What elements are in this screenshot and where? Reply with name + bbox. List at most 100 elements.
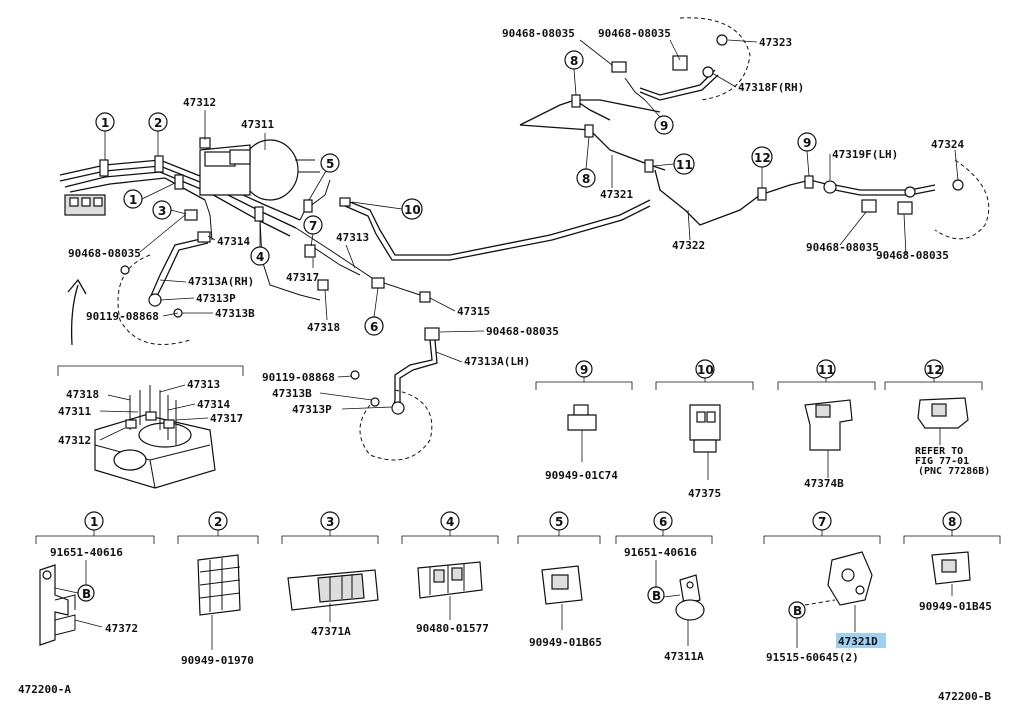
label-47312-top: 47312 xyxy=(183,96,216,109)
svg-text:10: 10 xyxy=(697,363,714,377)
svg-text:9: 9 xyxy=(803,136,811,150)
callout-9a: 9 xyxy=(644,99,674,135)
detail-12-ref-1: REFER TO xyxy=(915,446,963,457)
svg-text:11: 11 xyxy=(818,363,835,377)
detail-5-part: 90949-01B65 xyxy=(529,636,602,649)
inset-label-47314: 47314 xyxy=(197,398,230,411)
callout-1b: 1 xyxy=(123,182,176,209)
svg-text:B: B xyxy=(82,587,91,601)
svg-text:4: 4 xyxy=(256,250,264,264)
svg-text:1: 1 xyxy=(101,116,109,130)
leader-lines xyxy=(139,39,959,410)
label-47318-top: 47318 xyxy=(307,321,340,334)
label-90468-tr1: 90468-08035 xyxy=(502,27,575,40)
detail-6: 6 91651-40616 B 47311A xyxy=(615,511,713,663)
detail-7-bolt: 91515-60645(2) xyxy=(766,651,859,664)
detail-9-part: 90949-01C74 xyxy=(545,469,618,482)
detail-3: 3 47371A xyxy=(281,511,379,638)
master-cylinder xyxy=(199,139,320,201)
left-flex-hose xyxy=(117,231,211,345)
label-47313b-mid: 47313B xyxy=(272,387,312,400)
label-47324: 47324 xyxy=(931,138,964,151)
detail-6-bolt: 91651-40616 xyxy=(624,546,697,559)
callout-6: 6 xyxy=(364,287,384,336)
footer-code-left: 472200-A xyxy=(18,683,71,696)
callout-4: 4 xyxy=(250,222,270,266)
svg-text:4: 4 xyxy=(446,515,454,529)
callout-2: 2 xyxy=(148,112,168,156)
callout-8a: 8 xyxy=(564,50,584,96)
svg-text:9: 9 xyxy=(580,363,588,377)
label-47323: 47323 xyxy=(759,36,792,49)
inset-view: 47318 47311 47312 47313 47314 47317 xyxy=(57,365,244,489)
detail-8-part: 90949-01B45 xyxy=(919,600,992,613)
label-47317-top: 47317 xyxy=(286,271,319,284)
svg-text:3: 3 xyxy=(158,204,166,218)
detail-12: 12 REFER TO FIG 77-01 (PNC 77286B) xyxy=(884,359,990,477)
detail-4-part: 90480-01577 xyxy=(416,622,489,635)
label-90468-mid: 90468-08035 xyxy=(486,325,559,338)
label-47313-mid: 47313 xyxy=(336,231,369,244)
svg-text:8: 8 xyxy=(948,515,956,529)
callout-9b: 9 xyxy=(797,132,817,177)
callout-5: 5 xyxy=(308,153,340,201)
proportioning-valve xyxy=(64,194,106,216)
label-47322: 47322 xyxy=(672,239,705,252)
svg-text:8: 8 xyxy=(582,172,590,186)
detail-6-part: 47311A xyxy=(664,650,704,663)
label-47313a-rh: 47313A(RH) xyxy=(188,275,254,288)
label-47314-top: 47314 xyxy=(217,235,250,248)
detail-12-ref-2: FIG 77-01 xyxy=(915,456,969,467)
svg-text:2: 2 xyxy=(154,116,162,130)
detail-12-ref-3: (PNC 77286B) xyxy=(918,466,990,477)
detail-9: 9 90949-01C74 xyxy=(535,360,633,482)
svg-text:6: 6 xyxy=(370,320,378,334)
footer-code-right: 472200-B xyxy=(938,690,991,703)
detail-7: 7 B 47321D 91515-60645(2) xyxy=(763,511,886,664)
label-90468-left: 90468-08035 xyxy=(68,247,141,260)
detail-2-part: 90949-01970 xyxy=(181,654,254,667)
detail-8: 8 90949-01B45 xyxy=(903,511,1001,613)
detail-1: 1 91651-40616 B 47372 xyxy=(35,511,155,646)
svg-text:7: 7 xyxy=(309,219,317,233)
svg-text:9: 9 xyxy=(660,119,668,133)
inset-label-47318: 47318 xyxy=(66,388,99,401)
label-90119-top: 90119-08868 xyxy=(86,310,159,323)
rear-left-hose xyxy=(823,159,990,240)
svg-text:7: 7 xyxy=(818,515,826,529)
callout-12: 12 xyxy=(751,146,773,188)
svg-text:10: 10 xyxy=(404,203,421,217)
detail-2: 2 90949-01970 xyxy=(177,511,259,667)
label-47313b-top: 47313B xyxy=(215,307,255,320)
svg-text:1: 1 xyxy=(129,193,137,207)
svg-text:6: 6 xyxy=(659,515,667,529)
svg-text:3: 3 xyxy=(326,515,334,529)
detail-7-part: 47321D xyxy=(838,635,878,648)
svg-text:11: 11 xyxy=(676,158,693,172)
detail-10: 10 47375 xyxy=(655,359,754,500)
svg-text:12: 12 xyxy=(926,363,943,377)
detail-10-part: 47375 xyxy=(688,487,721,500)
label-90468-r1: 90468-08035 xyxy=(806,241,879,254)
main-callouts: 1 2 1 3 4 5 7 6 10 8 9 8 11 12 9 xyxy=(95,50,817,336)
inset-label-47312: 47312 xyxy=(58,434,91,447)
label-47311-top: 47311 xyxy=(241,118,274,131)
front-left-hose xyxy=(350,327,440,461)
direction-arrow xyxy=(67,278,87,346)
callout-11: 11 xyxy=(652,153,695,175)
label-90468-tr2: 90468-08035 xyxy=(598,27,671,40)
label-47315: 47315 xyxy=(457,305,490,318)
svg-text:B: B xyxy=(652,589,661,603)
detail-1-bolt: 91651-40616 xyxy=(50,546,123,559)
label-47318f: 47318F(RH) xyxy=(738,81,804,94)
detail-5: 5 90949-01B65 xyxy=(517,511,602,649)
inset-label-47317: 47317 xyxy=(210,412,243,425)
detail-1-part: 47372 xyxy=(105,622,138,635)
callout-10: 10 xyxy=(351,198,423,220)
svg-text:12: 12 xyxy=(754,151,771,165)
callout-8b: 8 xyxy=(576,136,596,188)
label-47319f: 47319F(LH) xyxy=(832,148,898,161)
inset-label-47313: 47313 xyxy=(187,378,220,391)
detail-3-part: 47371A xyxy=(311,625,351,638)
